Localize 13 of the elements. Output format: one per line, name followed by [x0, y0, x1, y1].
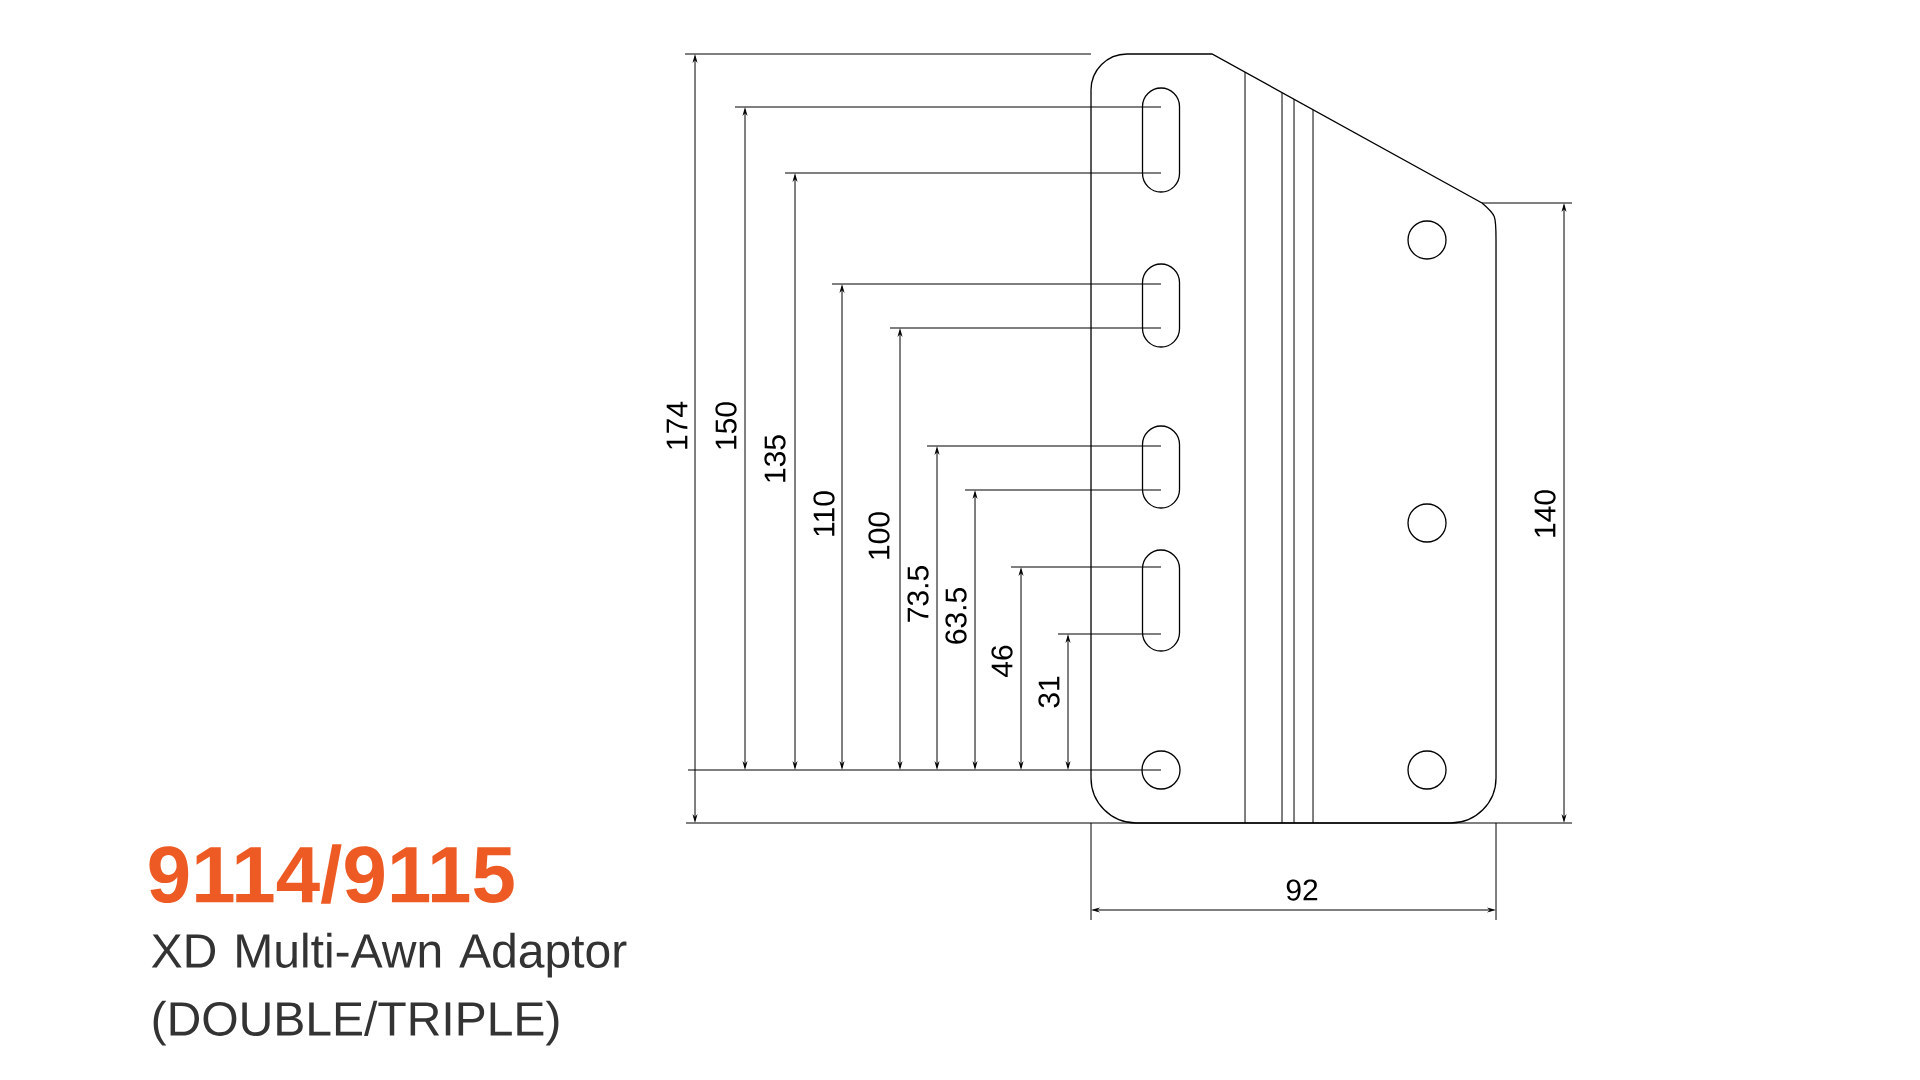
dimension-label: 135	[764, 435, 786, 482]
part-number: 9114/9115	[149, 844, 514, 904]
dimension-label: 140	[1534, 490, 1556, 537]
dimension-label: 92	[1286, 879, 1318, 901]
dimension-label: 174	[666, 401, 688, 449]
dimension-label: 63.5	[945, 588, 967, 644]
dimension-label: 150	[715, 402, 737, 449]
dimension-label: 46	[991, 645, 1013, 677]
dimension-label: 110	[813, 491, 835, 536]
dimension-label: 31	[1038, 676, 1060, 708]
product-name: XD Multi-Awn Adaptor (DOUBLE/TRIPLE)	[151, 932, 627, 1046]
dimension-label: 73.5	[907, 566, 929, 622]
dimension-label: 100	[868, 512, 890, 559]
